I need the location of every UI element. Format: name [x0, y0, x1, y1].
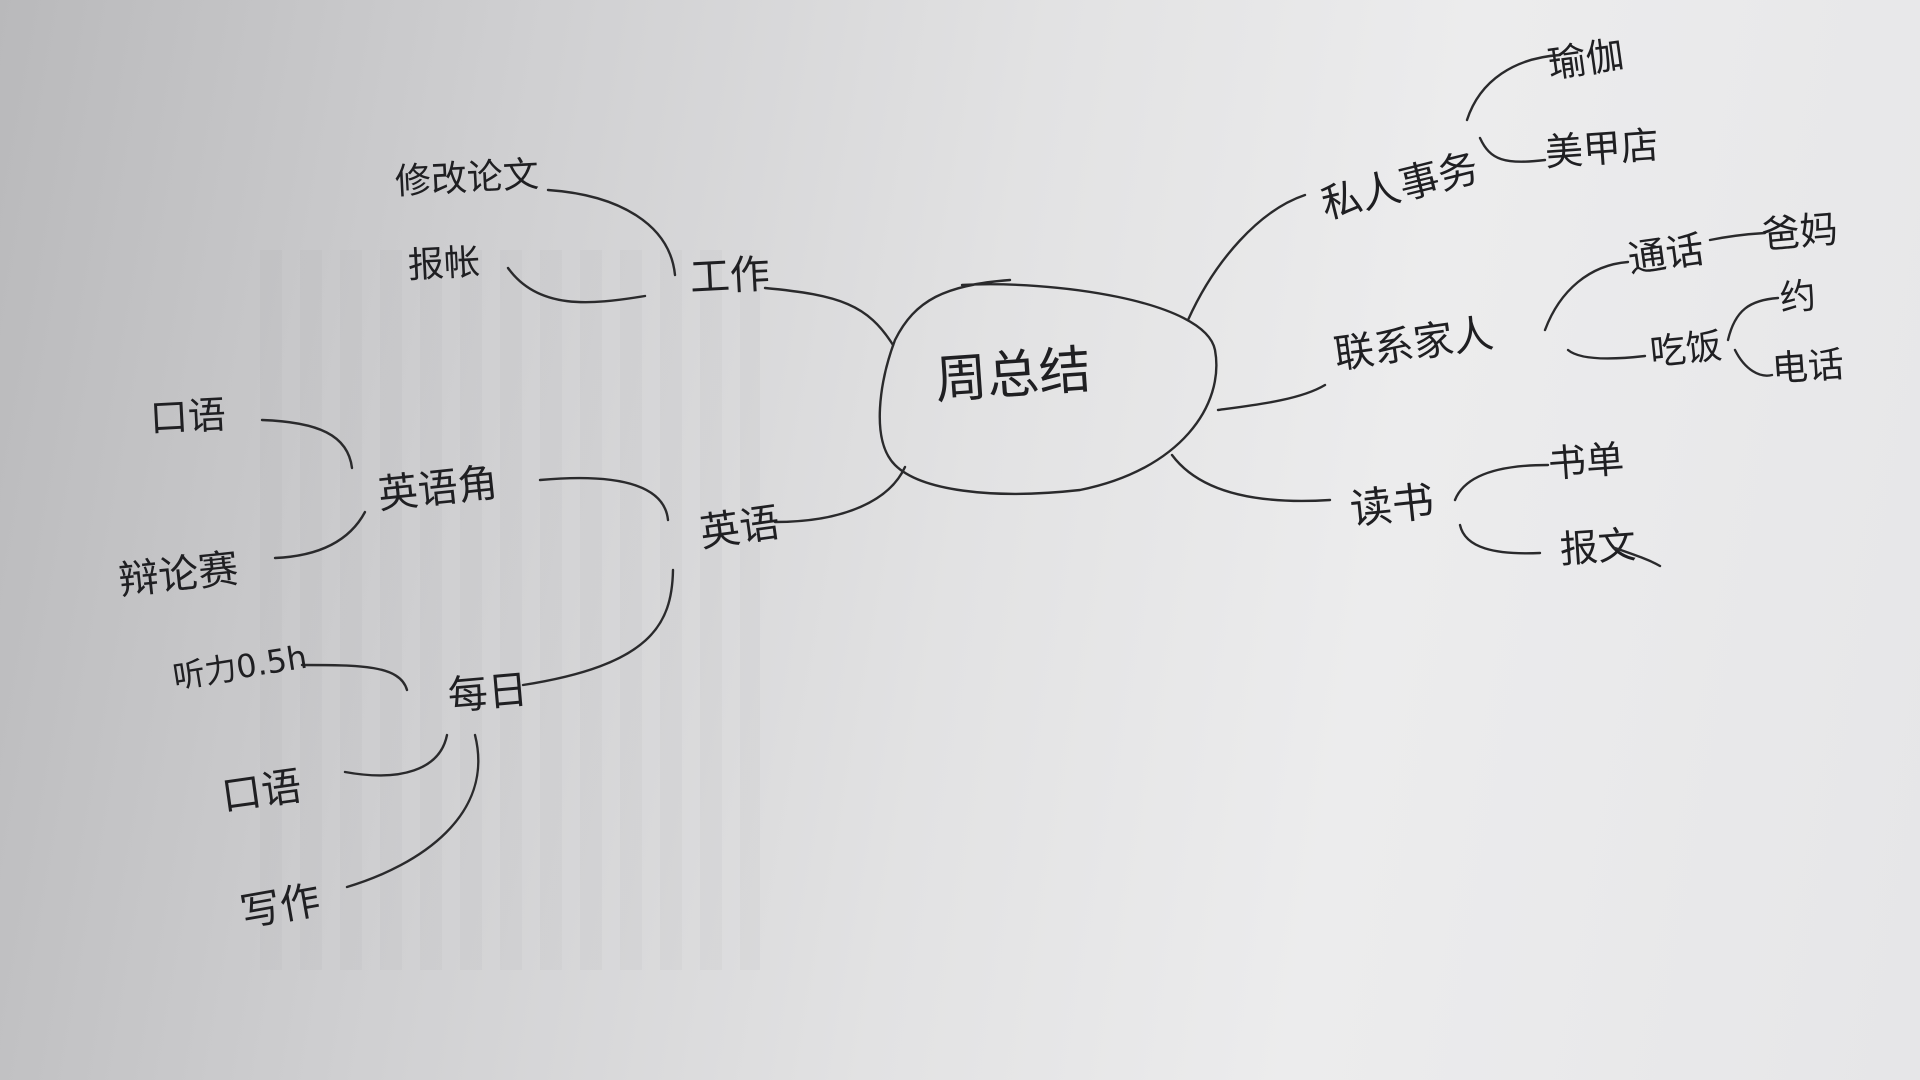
- center-label: 周总结: [933, 340, 1093, 411]
- link-corner-speaking: [260, 418, 354, 470]
- link-contact-call: [1543, 260, 1630, 332]
- meal-phone: 电话: [1771, 344, 1846, 390]
- link-daily-listening: [300, 663, 409, 692]
- personal-yoga: 瑜伽: [1545, 32, 1626, 86]
- corner-speaking: 口语: [149, 393, 227, 441]
- link-english-daily: [521, 568, 675, 687]
- english-corner-label: 英语角: [376, 460, 500, 518]
- work-revise-paper: 修改论文: [394, 154, 540, 202]
- link-daily-writing: [345, 733, 480, 889]
- link-contact-meal: [1566, 348, 1647, 360]
- english-label: 英语: [697, 500, 783, 557]
- reading-booklist: 书单: [1547, 437, 1626, 486]
- reading-label: 读书: [1348, 477, 1437, 535]
- personal-nail-salon: 美甲店: [1544, 123, 1661, 175]
- link-center-personal: [1186, 193, 1307, 322]
- contact-meal: 吃饭: [1648, 326, 1724, 374]
- link-reading-article: [1458, 523, 1542, 555]
- link-english-corner: [538, 476, 670, 522]
- personal-label: 私人事务: [1317, 145, 1483, 228]
- work-label: 工作: [689, 251, 771, 301]
- link-center-contact: [1216, 383, 1327, 412]
- link-corner-debate: [273, 510, 367, 560]
- meal-appointment: 约: [1778, 275, 1818, 320]
- daily-speaking: 口语: [219, 763, 305, 820]
- link-work-reimburse: [506, 266, 647, 304]
- contact-label: 联系家人: [1331, 311, 1496, 379]
- link-call-parents: [1708, 231, 1767, 242]
- link-center-reading: [1170, 453, 1332, 503]
- link-work-revise: [546, 188, 677, 277]
- daily-writing: 写作: [237, 877, 324, 936]
- reading-article-tail: [1613, 546, 1662, 568]
- link-reading-list: [1453, 463, 1550, 502]
- link-meal-appointment: [1726, 296, 1780, 342]
- work-reimburse: 报帐: [407, 242, 481, 287]
- reading-article: 报文: [1558, 523, 1637, 572]
- corner-debate: 辩论赛: [116, 546, 240, 604]
- link-center-work: [763, 286, 895, 347]
- link-personal-yoga: [1465, 53, 1562, 122]
- link-daily-speaking: [343, 733, 449, 777]
- contact-call: 通话: [1625, 227, 1706, 281]
- daily-listening: 听力0.5h: [170, 638, 309, 697]
- center-bubble: [878, 278, 1218, 496]
- link-center-english: [773, 465, 907, 524]
- call-parents: 爸妈: [1760, 207, 1840, 257]
- link-meal-phone: [1733, 348, 1774, 377]
- link-personal-nail: [1478, 136, 1547, 163]
- daily-label: 每日: [446, 667, 530, 720]
